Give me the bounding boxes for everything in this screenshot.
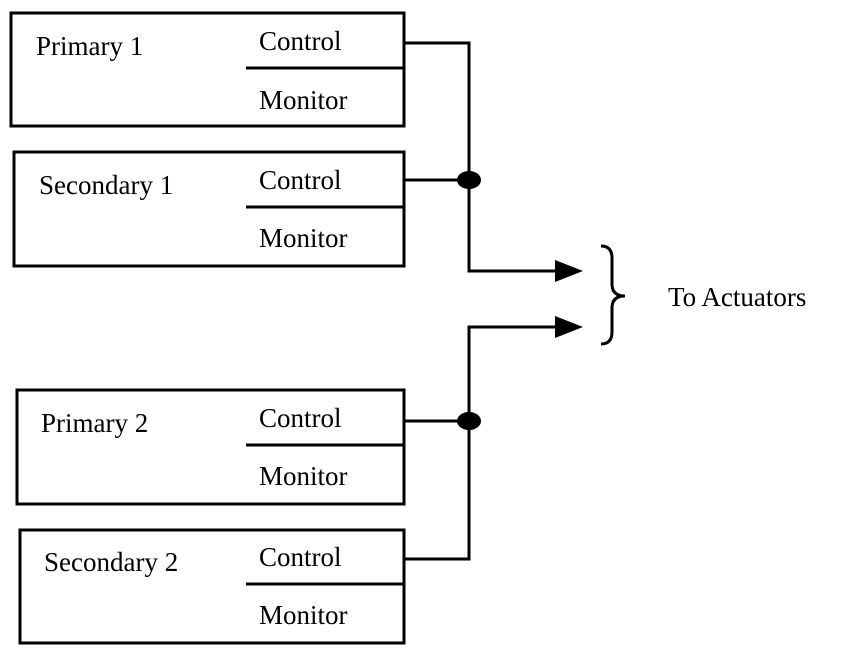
control-label-primary-2: Control: [259, 403, 342, 433]
unit-name-secondary-2: Secondary 2: [44, 547, 179, 577]
unit-box-secondary-1: [12, 150, 406, 268]
control-label-secondary-1: Control: [259, 165, 342, 195]
monitor-label-primary-2: Monitor: [259, 461, 348, 491]
unit-box-secondary-2: [18, 528, 406, 645]
actuator-brace: [600, 244, 626, 346]
monitor-label-secondary-2: Monitor: [259, 600, 348, 630]
control-label-primary-1: Control: [259, 26, 342, 56]
wire-secondary-2-control: [404, 325, 560, 561]
actuators-label: To Actuators: [668, 282, 807, 312]
arrow-head-upper: [555, 260, 583, 282]
arrow-head-lower: [555, 316, 583, 338]
junction-dot-lower: [457, 412, 481, 430]
unit-box-primary-2: [15, 388, 406, 506]
control-label-secondary-2: Control: [259, 542, 342, 572]
unit-name-primary-2: Primary 2: [41, 408, 149, 438]
monitor-label-secondary-1: Monitor: [259, 223, 348, 253]
wire-primary-1-control: [404, 41, 560, 273]
unit-name-secondary-1: Secondary 1: [39, 170, 174, 200]
monitor-label-primary-1: Monitor: [259, 85, 348, 115]
junction-dot-upper: [457, 171, 481, 189]
unit-name-primary-1: Primary 1: [36, 31, 144, 61]
